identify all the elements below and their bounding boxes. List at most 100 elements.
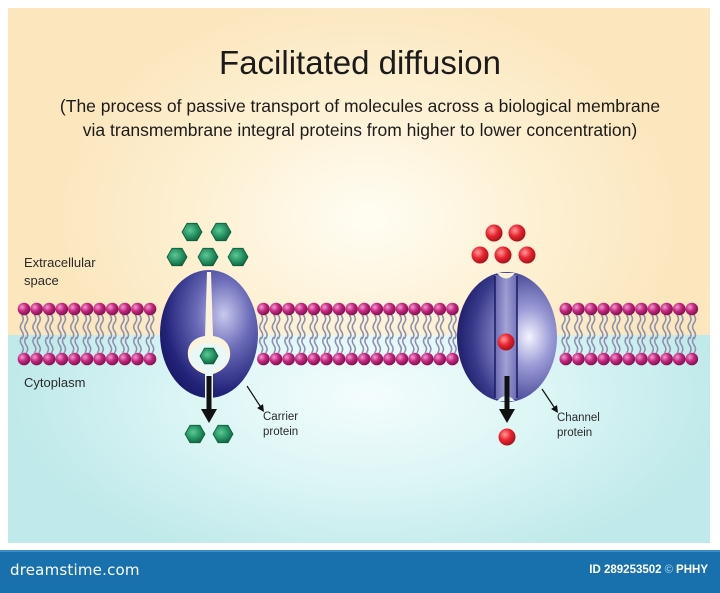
molecules bbox=[166, 222, 536, 446]
phospholipid-head bbox=[282, 352, 295, 366]
phospholipid-head bbox=[269, 302, 283, 316]
phospholipid-head bbox=[345, 352, 358, 366]
phospholipid-head bbox=[635, 352, 648, 366]
lipid-tails bbox=[384, 314, 394, 354]
lipid-tails bbox=[120, 314, 130, 354]
carrier-protein bbox=[160, 270, 258, 400]
image-id: ID 289253502 bbox=[589, 564, 662, 576]
phospholipid-head bbox=[357, 352, 371, 366]
phospholipid-head bbox=[257, 352, 270, 366]
phospholipid-head bbox=[446, 302, 459, 316]
phospholipid-head bbox=[55, 352, 69, 366]
lipid-tails bbox=[662, 314, 672, 354]
channel-transiting-molecule-sphere bbox=[497, 333, 515, 351]
lipid-tails bbox=[422, 314, 432, 354]
phospholipid-head bbox=[345, 302, 358, 316]
lipid-tails bbox=[321, 314, 331, 354]
phospholipid-head bbox=[446, 352, 459, 366]
phospholipid-head bbox=[660, 302, 673, 316]
lipid-tails bbox=[69, 314, 79, 354]
phospholipid-head bbox=[408, 352, 421, 366]
channel-molecule-sphere bbox=[518, 246, 536, 264]
carrier-label-line-2: protein bbox=[263, 426, 299, 438]
phospholipid-head bbox=[42, 302, 56, 316]
phospholipid-head bbox=[383, 352, 396, 366]
phospholipid-head bbox=[647, 352, 661, 366]
phospholipid-head bbox=[118, 352, 132, 366]
lipid-tails bbox=[107, 314, 117, 354]
phospholipid-head bbox=[395, 352, 409, 366]
phospholipid-head bbox=[572, 352, 585, 366]
phospholipid-head bbox=[635, 302, 648, 316]
lipid-tails bbox=[44, 314, 54, 354]
lipid-tails bbox=[636, 314, 646, 354]
phospholipid-head bbox=[383, 302, 396, 316]
lipid-tails bbox=[410, 314, 420, 354]
phospholipid-head bbox=[17, 352, 31, 366]
subtitle-line-2: via transmembrane integral proteins from… bbox=[82, 120, 638, 140]
extracellular-background bbox=[8, 8, 710, 335]
carrier-molecule-hexagon bbox=[166, 247, 188, 267]
copyright-icon: © bbox=[664, 564, 674, 576]
phospholipid-head bbox=[93, 352, 106, 366]
channel-label-line-1: Channel bbox=[557, 412, 600, 424]
phospholipid-head bbox=[433, 302, 447, 316]
lipid-tails bbox=[586, 314, 596, 354]
lipid-tails bbox=[347, 314, 357, 354]
lipid-tails bbox=[447, 314, 457, 354]
carrier-released-molecule-hexagon bbox=[212, 424, 234, 444]
phospholipid-head bbox=[420, 352, 434, 366]
carrier-molecule-hexagon bbox=[181, 222, 203, 242]
phospholipid-head bbox=[320, 352, 333, 366]
carrier-label-line-1: Carrier bbox=[263, 411, 299, 423]
phospholipid-head bbox=[80, 352, 94, 366]
lipid-tails bbox=[296, 314, 306, 354]
lipid-tails bbox=[82, 314, 92, 354]
lipid-tails bbox=[32, 314, 42, 354]
lipid-tails bbox=[284, 314, 294, 354]
phospholipid-head bbox=[307, 352, 321, 366]
diagram-title: Facilitated diffusion bbox=[219, 44, 501, 81]
lipid-tails bbox=[561, 314, 571, 354]
phospholipid-head bbox=[307, 302, 321, 316]
phospholipid-head bbox=[584, 302, 598, 316]
lipid-tails bbox=[132, 314, 142, 354]
phospholipid-head bbox=[647, 302, 661, 316]
channel-label-line-2: protein bbox=[557, 427, 593, 439]
phospholipid-head bbox=[408, 302, 421, 316]
phospholipid-head bbox=[660, 352, 673, 366]
phospholipid-head bbox=[572, 302, 585, 316]
phospholipid-head bbox=[93, 302, 106, 316]
phospholipid-head bbox=[131, 302, 144, 316]
dreamstime-logo[interactable]: dreamstime.com bbox=[10, 561, 140, 579]
phospholipid-head bbox=[370, 352, 384, 366]
phospholipid-head bbox=[622, 302, 636, 316]
lipid-tails bbox=[145, 314, 155, 354]
phospholipid-head bbox=[42, 352, 56, 366]
phospholipid-head bbox=[17, 302, 31, 316]
phospholipid-head bbox=[294, 352, 308, 366]
footer-bar: dreamstime.com ID 289253502©PHHY bbox=[0, 550, 720, 593]
lipid-tails bbox=[649, 314, 659, 354]
carrier-released-molecule-hexagon bbox=[184, 424, 206, 444]
extracellular-label-line-2: space bbox=[24, 273, 59, 288]
lipid-tails bbox=[271, 314, 281, 354]
phospholipid-head bbox=[672, 302, 686, 316]
phospholipid-head bbox=[55, 302, 69, 316]
lipid-tails bbox=[359, 314, 369, 354]
carrier-molecule-hexagon bbox=[197, 247, 219, 267]
phospholipid-head bbox=[257, 302, 270, 316]
channel-molecule-sphere bbox=[471, 246, 489, 264]
phospholipid-head bbox=[685, 302, 699, 316]
phospholipid-head bbox=[597, 302, 610, 316]
channel-protein-label: Channel protein bbox=[557, 411, 600, 441]
phospholipid-head bbox=[282, 302, 295, 316]
phospholipid-head bbox=[332, 302, 346, 316]
extracellular-label-line-1: Extracellular bbox=[24, 255, 96, 270]
carrier-label-pointer bbox=[246, 385, 264, 413]
phospholipid-head bbox=[420, 302, 434, 316]
carrier-bound-molecule-hexagon bbox=[199, 347, 219, 365]
lipid-tails bbox=[599, 314, 609, 354]
lipid-tails bbox=[435, 314, 445, 354]
